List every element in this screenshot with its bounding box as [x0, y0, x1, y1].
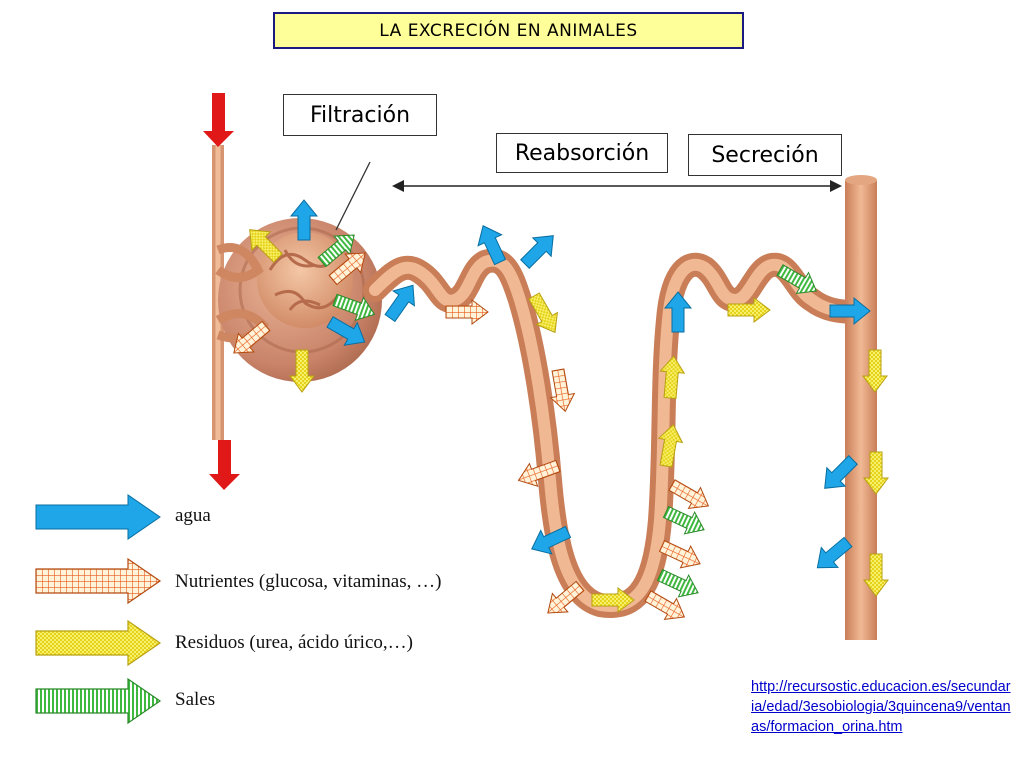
- label-reabsorcion: Reabsorción: [496, 133, 668, 173]
- span-double-arrow: [392, 180, 842, 192]
- legend-agua-text: agua: [175, 505, 211, 526]
- page-title: LA EXCRECIÓN EN ANIMALES: [273, 12, 744, 49]
- legend-salt-arrow: [35, 678, 161, 724]
- legend-nutrientes-text: Nutrientes (glucosa, vitaminas, …): [175, 571, 442, 592]
- water-arrow: [515, 226, 563, 274]
- blood-flow-out-arrow: [209, 440, 240, 490]
- label-secrecion: Secreción: [688, 134, 842, 176]
- filtration-pointer-line: [335, 161, 371, 231]
- legend-residuos-text: Residuos (urea, ácido úrico,…): [175, 632, 413, 653]
- renal-tubule: [363, 248, 868, 618]
- blood-flow-in-arrow: [203, 93, 234, 147]
- legend-water-arrow: [35, 494, 161, 540]
- label-filtracion: Filtración: [283, 94, 437, 136]
- legend-waste-arrow: [35, 620, 161, 666]
- legend-sales-text: Sales: [175, 689, 216, 710]
- legend-nutrient-arrow: [35, 558, 161, 604]
- source-link[interactable]: http://recursostic.educacion.es/secundar…: [751, 679, 1011, 735]
